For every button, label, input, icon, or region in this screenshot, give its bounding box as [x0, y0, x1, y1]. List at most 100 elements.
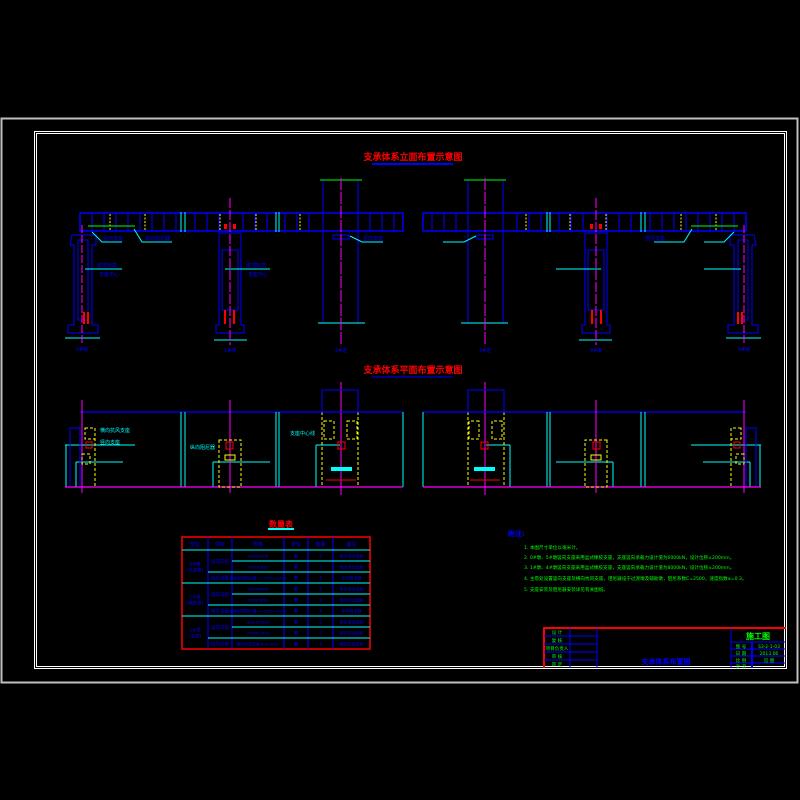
table-cell-qty: 4 — [319, 609, 322, 615]
note-item: 2. 0#墩、5#墩竖向支座采用盆式橡胶支座，支座竖向承载力设计值为6000kN… — [524, 554, 734, 561]
meta-label: 页 次 — [736, 663, 747, 670]
plan-label-damper: 纵向阻尼器 — [190, 444, 215, 451]
table-cell-unit: 套 — [294, 608, 299, 615]
table-cell-qty: 2 — [319, 565, 322, 571]
table-cell-item: 阻尼装置 — [211, 575, 229, 582]
table-cell-item: 竖向支座 — [211, 558, 229, 565]
role-label: 审 核 — [552, 653, 563, 660]
outer-sheet-border — [0, 117, 799, 684]
title-block: 设 计 复 核 项目负责人 审 核 审 定 图 号 日 期 比 例 页 次 S3… — [543, 627, 786, 670]
note-item: 1. 本图尺寸单位以毫米计。 — [524, 544, 580, 551]
table-cell-spec: GPZ(II)15SX — [247, 631, 270, 636]
table-cell-spec: GPZ(II)6DX — [248, 554, 269, 559]
label-tower-bearing: 竖向支座 — [363, 235, 383, 242]
table-cell-spec: GPZ(II)15DX — [246, 620, 270, 625]
table-cell-note: 双向活动支座 — [340, 630, 364, 636]
plan-label-bearing-centerline: 支座中心线 — [290, 430, 315, 437]
table-cell-note: 横向抗风支座 — [340, 641, 364, 647]
table-cell-unit: 套 — [294, 641, 299, 648]
role-label: 复 核 — [552, 637, 563, 644]
table-header: 规格 — [253, 541, 263, 548]
pier-label: 4#墩 — [590, 347, 602, 354]
label-bearing-left: 竖向支座 — [103, 235, 123, 242]
table-group-part: 1#墩(辅助墩) — [186, 594, 203, 607]
table-cell-qty: 2 — [319, 620, 322, 626]
table-header: 项目 — [215, 542, 225, 548]
label-pier-note-2b: 支座中心 — [248, 271, 268, 278]
table-cell-note: 单向活动支座 — [340, 619, 364, 625]
pier-label: 0#墩 — [76, 346, 88, 353]
table-cell-unit: 套 — [294, 630, 299, 637]
role-label: 设 计 — [552, 629, 563, 636]
table-cell-note: 纵向阻尼器 — [342, 575, 362, 581]
table-cell-unit: 套 — [294, 597, 299, 604]
table-cell-note: 纵向阻尼器 — [342, 608, 362, 614]
table-cell-unit: 套 — [294, 553, 299, 560]
note-item: 4. 主塔处设置竖向支座及横向抗风支座，阻尼器设于过渡墩及辅助墩，阻尼系数C=2… — [524, 575, 747, 582]
label-damper-left: 纵向阻尼器 — [145, 235, 170, 242]
table-cell-qty: 2 — [319, 631, 322, 637]
table-cell-qty: 2 — [319, 598, 322, 604]
label-pier-note-1b: 支座中心 — [99, 271, 119, 278]
table-cell-spec: 横向抗风支座 KFZ-3000 — [237, 642, 280, 647]
meta-value: 2013.06 — [760, 651, 779, 657]
table-header: 数量 — [315, 541, 325, 548]
plan-label-wind-bearing: 横向抗风支座 — [100, 427, 130, 434]
table-cell-spec: GPZ(II)6SX — [248, 565, 269, 570]
table-cell-unit: 套 — [294, 586, 299, 593]
pier-label: 3#塔 — [479, 347, 491, 354]
meta-label: 日 期 — [736, 651, 747, 657]
label-pier-note-2a: 墩顶标高 — [246, 262, 266, 269]
table-cell-note: 单向活动支座 — [340, 553, 364, 559]
table-border — [181, 536, 371, 650]
drawing-frame-outer — [34, 131, 787, 669]
table-group-part: 0#墩(过渡墩) — [186, 561, 203, 574]
pier-label: 5#墩 — [738, 346, 750, 353]
table-cell-qty: 2 — [319, 587, 322, 593]
quantity-table-title: 数量表 — [269, 519, 294, 529]
bridge-drawing-left-half — [64, 177, 404, 496]
notes-title: 附注: — [508, 529, 525, 538]
table-cell-spec: GPZ(II)8DX — [248, 587, 269, 592]
table-cell-item: 竖向支座 — [211, 624, 229, 631]
label-pier-note-1a: 墩顶标高 — [97, 262, 117, 269]
role-label: 审 定 — [552, 661, 563, 668]
table-cell-spec: 液体粘滞阻尼器 C=2500 α=0.3 — [230, 576, 287, 581]
table-header: 单位 — [291, 541, 301, 548]
table-cell-qty: 2 — [319, 554, 322, 560]
pier-label: 1#墩 — [224, 347, 236, 354]
table-cell-qty: 4 — [319, 576, 322, 582]
role-label: 项目负责人 — [546, 645, 569, 652]
table-cell-spec: 液体粘滞阻尼器 C=2500 α=0.3 — [230, 609, 287, 614]
table-cell-item: 阻尼装置 — [211, 608, 229, 615]
table-cell-spec: GPZ(II)8SX — [248, 598, 269, 603]
table-cell-unit: 套 — [294, 619, 299, 626]
meta-value: S3-2-1-03 — [758, 644, 780, 650]
table-cell-note: 双向活动支座 — [340, 597, 364, 603]
bridge-drawing-right-half — [422, 177, 762, 496]
table-cell-unit: 套 — [294, 575, 299, 582]
table-cell-item: 抗风支座 — [211, 641, 229, 648]
table-header: 备注 — [346, 541, 356, 548]
table-header: 部位 — [190, 541, 200, 548]
drawing-name: 支承体系布置图 — [641, 657, 691, 666]
note-item: 5. 支座安装及阻尼器安装详见有关图纸。 — [524, 586, 608, 593]
plan-label-vertical-bearing: 竖向支座 — [100, 439, 120, 446]
note-item: 3. 1#墩、4#墩竖向支座采用盆式橡胶支座，支座竖向承载力设计值为8000kN… — [524, 564, 734, 571]
stage-label: 施工图 — [746, 631, 770, 641]
meta-value: 见 图 — [764, 658, 775, 664]
quantity-table: 部位 项目 规格 单位 数量 备注 0#墩(过渡墩) 竖向支座 GPZ(II)6DX 套 2 单向活动… — [181, 536, 371, 650]
meta-label: 比 例 — [736, 657, 747, 664]
table-cell-qty: 4 — [319, 642, 322, 648]
table-cell-note: 单向活动支座 — [340, 586, 364, 592]
table-cell-note: 双向活动支座 — [340, 564, 364, 570]
pier-label: 2#塔 — [335, 347, 347, 354]
table-cell-unit: 套 — [294, 564, 299, 571]
elevation-title: 支承体系立面布置示意图 — [362, 151, 462, 163]
table-cell-item: 竖向支座 — [211, 591, 229, 598]
label-bearing-mid: 竖向支座 — [645, 235, 665, 242]
drawing-frame-inner — [36, 133, 785, 667]
table-group-part: 2#塔(主塔) — [189, 627, 202, 640]
meta-label: 图 号 — [736, 644, 747, 650]
